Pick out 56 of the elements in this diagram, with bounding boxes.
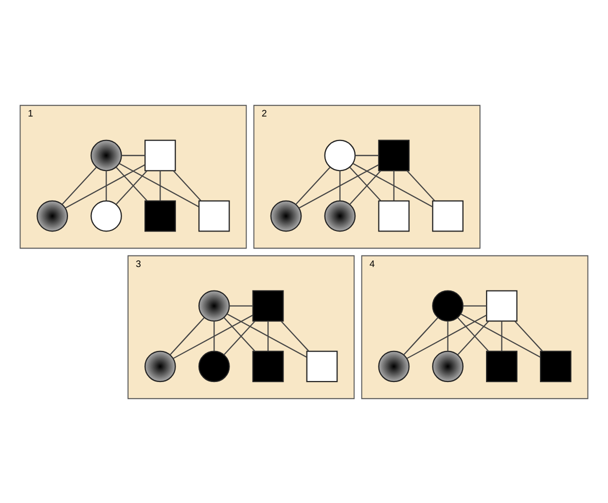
node-dot-circle: [270, 200, 302, 232]
connector: [355, 154, 379, 156]
connector: [462, 304, 487, 306]
node-filled-box: [252, 350, 284, 382]
connector: [501, 320, 502, 351]
connector: [65, 164, 146, 208]
connector: [106, 170, 107, 200]
cluster: 4: [361, 254, 588, 399]
connector: [227, 313, 307, 358]
node-dot-circle: [432, 350, 464, 382]
connector: [214, 320, 215, 351]
node-box: [306, 350, 338, 382]
connector: [229, 304, 253, 306]
connector: [447, 320, 448, 351]
node-circle: [90, 200, 122, 232]
node-filled-circle: [432, 290, 464, 322]
cluster: 2: [253, 104, 480, 248]
connector: [121, 154, 146, 156]
node-dot-circle: [198, 290, 230, 322]
connector: [514, 320, 543, 351]
connector: [298, 164, 379, 208]
node-dot-circle: [324, 200, 356, 232]
node-filled-circle: [198, 350, 230, 382]
node-filled-box: [252, 290, 284, 322]
connector: [160, 170, 161, 200]
cluster: 3: [128, 254, 355, 399]
connector: [339, 170, 341, 200]
connector: [406, 170, 435, 200]
node-box: [486, 290, 518, 322]
node-box: [378, 200, 410, 232]
node-box: [198, 200, 230, 232]
node-dot-circle: [90, 139, 122, 171]
node-box: [432, 200, 464, 232]
node-dot-circle: [378, 350, 410, 382]
connector: [406, 314, 487, 358]
connector: [403, 316, 438, 355]
node-box: [144, 139, 176, 171]
connector: [267, 320, 269, 351]
node-filled-box: [144, 200, 176, 232]
connector: [62, 166, 97, 204]
connector: [295, 166, 330, 204]
connector: [460, 313, 541, 358]
node-dot-circle: [36, 200, 68, 232]
cluster: 1: [20, 104, 247, 248]
node-filled-box: [378, 139, 410, 171]
connector: [280, 320, 310, 351]
node-circle: [324, 139, 356, 171]
connector: [352, 162, 433, 207]
connector: [170, 316, 205, 355]
node-filled-box: [486, 350, 518, 382]
connector: [172, 170, 202, 200]
connector: [172, 314, 253, 358]
connector: [393, 170, 394, 200]
node-filled-box: [540, 350, 572, 382]
node-dot-circle: [144, 350, 176, 382]
connector: [119, 162, 199, 207]
